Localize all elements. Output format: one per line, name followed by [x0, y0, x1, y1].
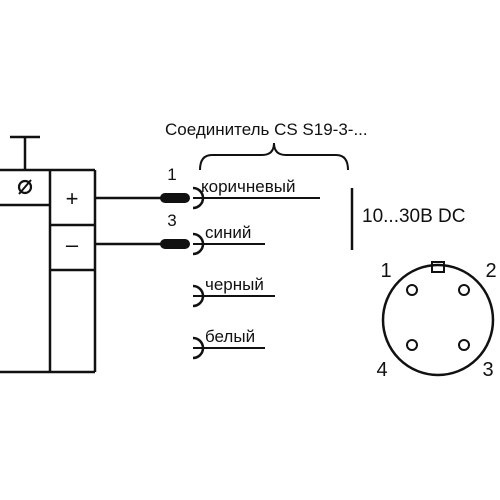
screw-icon [17, 179, 33, 195]
pin-label-3: 3 [482, 359, 493, 381]
socket-wire-black: черный [192, 275, 275, 308]
socket-wire-3: 3 синий [167, 211, 265, 256]
plug-pin-1 [160, 193, 190, 203]
pin-hole-1 [406, 284, 418, 296]
connector-outline [381, 263, 495, 377]
socket-wire-white: белый [192, 327, 265, 360]
connector-face: 1 2 3 4 [376, 260, 496, 381]
pin-label-1: 1 [380, 260, 391, 282]
pin-hole-4 [406, 339, 418, 351]
connector-brace [199, 142, 349, 171]
screw-slot [18, 179, 32, 195]
wire-color-label: коричневый [201, 177, 295, 196]
wire-color-label: синий [205, 223, 251, 242]
plus-terminal-label: + [66, 186, 79, 211]
pin-hole-2 [458, 284, 470, 296]
wire-color-label: белый [205, 327, 255, 346]
minus-terminal-label: – [66, 232, 79, 257]
sensor-body: + – [0, 135, 97, 374]
connector-key [431, 261, 445, 273]
connector-title: Соединитель CS S19-3-... [165, 120, 368, 139]
pin-label-4: 4 [376, 359, 387, 381]
supply-voltage: 10...30В DC [362, 206, 466, 227]
pin-label-2: 2 [485, 260, 496, 282]
wire-pin-number: 1 [167, 165, 176, 184]
plug-pin-3 [160, 239, 190, 249]
wire-pin-number: 3 [167, 211, 176, 230]
pin-hole-3 [458, 339, 470, 351]
wire-color-label: черный [205, 275, 264, 294]
socket-wire-1: 1 коричневый [167, 165, 320, 210]
